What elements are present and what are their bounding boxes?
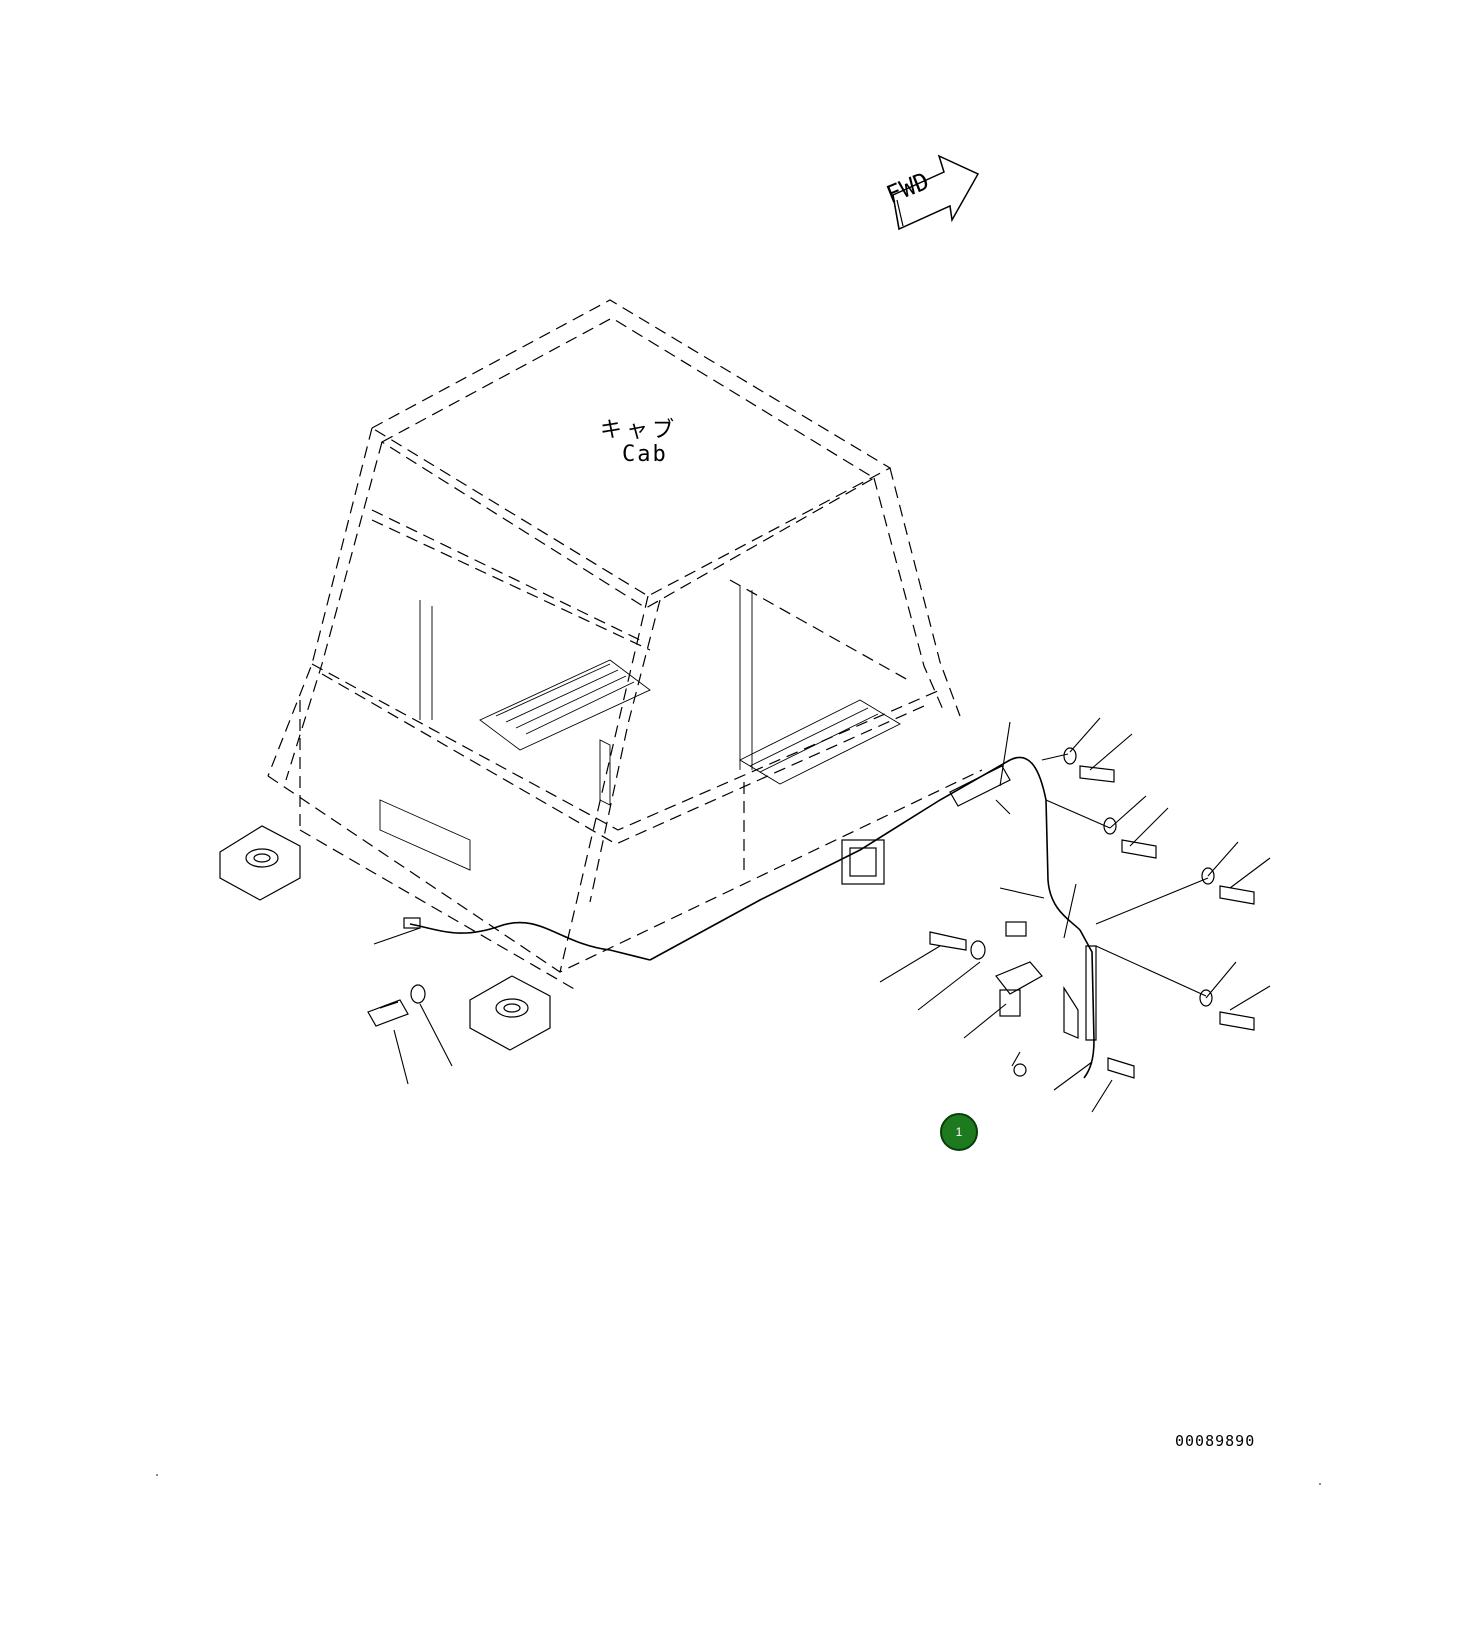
- cab-label-japanese: キャブ: [600, 418, 679, 443]
- harness-connectors: [403, 765, 1027, 937]
- cab-interior: [379, 585, 901, 871]
- cab-frame: [267, 299, 983, 991]
- cab-mount-left-rear: [219, 825, 301, 901]
- fwd-arrow-icon: [892, 154, 980, 231]
- wire-harness: [409, 756, 1095, 1079]
- drawing-number: 00089890: [1175, 1432, 1256, 1450]
- cab-mount-left-front: [469, 975, 551, 1051]
- bolt-icon: [1107, 1057, 1135, 1079]
- bolt-icon: [1199, 989, 1255, 1031]
- speck-dot: [156, 1474, 158, 1476]
- bolt-icon: [1063, 747, 1115, 783]
- leader-lines: [373, 717, 1271, 1113]
- cab-label-english: Cab: [622, 442, 668, 467]
- bolt-icon: [367, 984, 426, 1027]
- speck-dot: [1319, 1483, 1321, 1485]
- callout-1[interactable]: 1: [940, 1113, 978, 1151]
- bolt-icon: [1103, 817, 1157, 859]
- mounting-bracket: [995, 945, 1097, 1077]
- bolt-icon: [929, 931, 986, 960]
- bolt-icon: [1201, 867, 1255, 905]
